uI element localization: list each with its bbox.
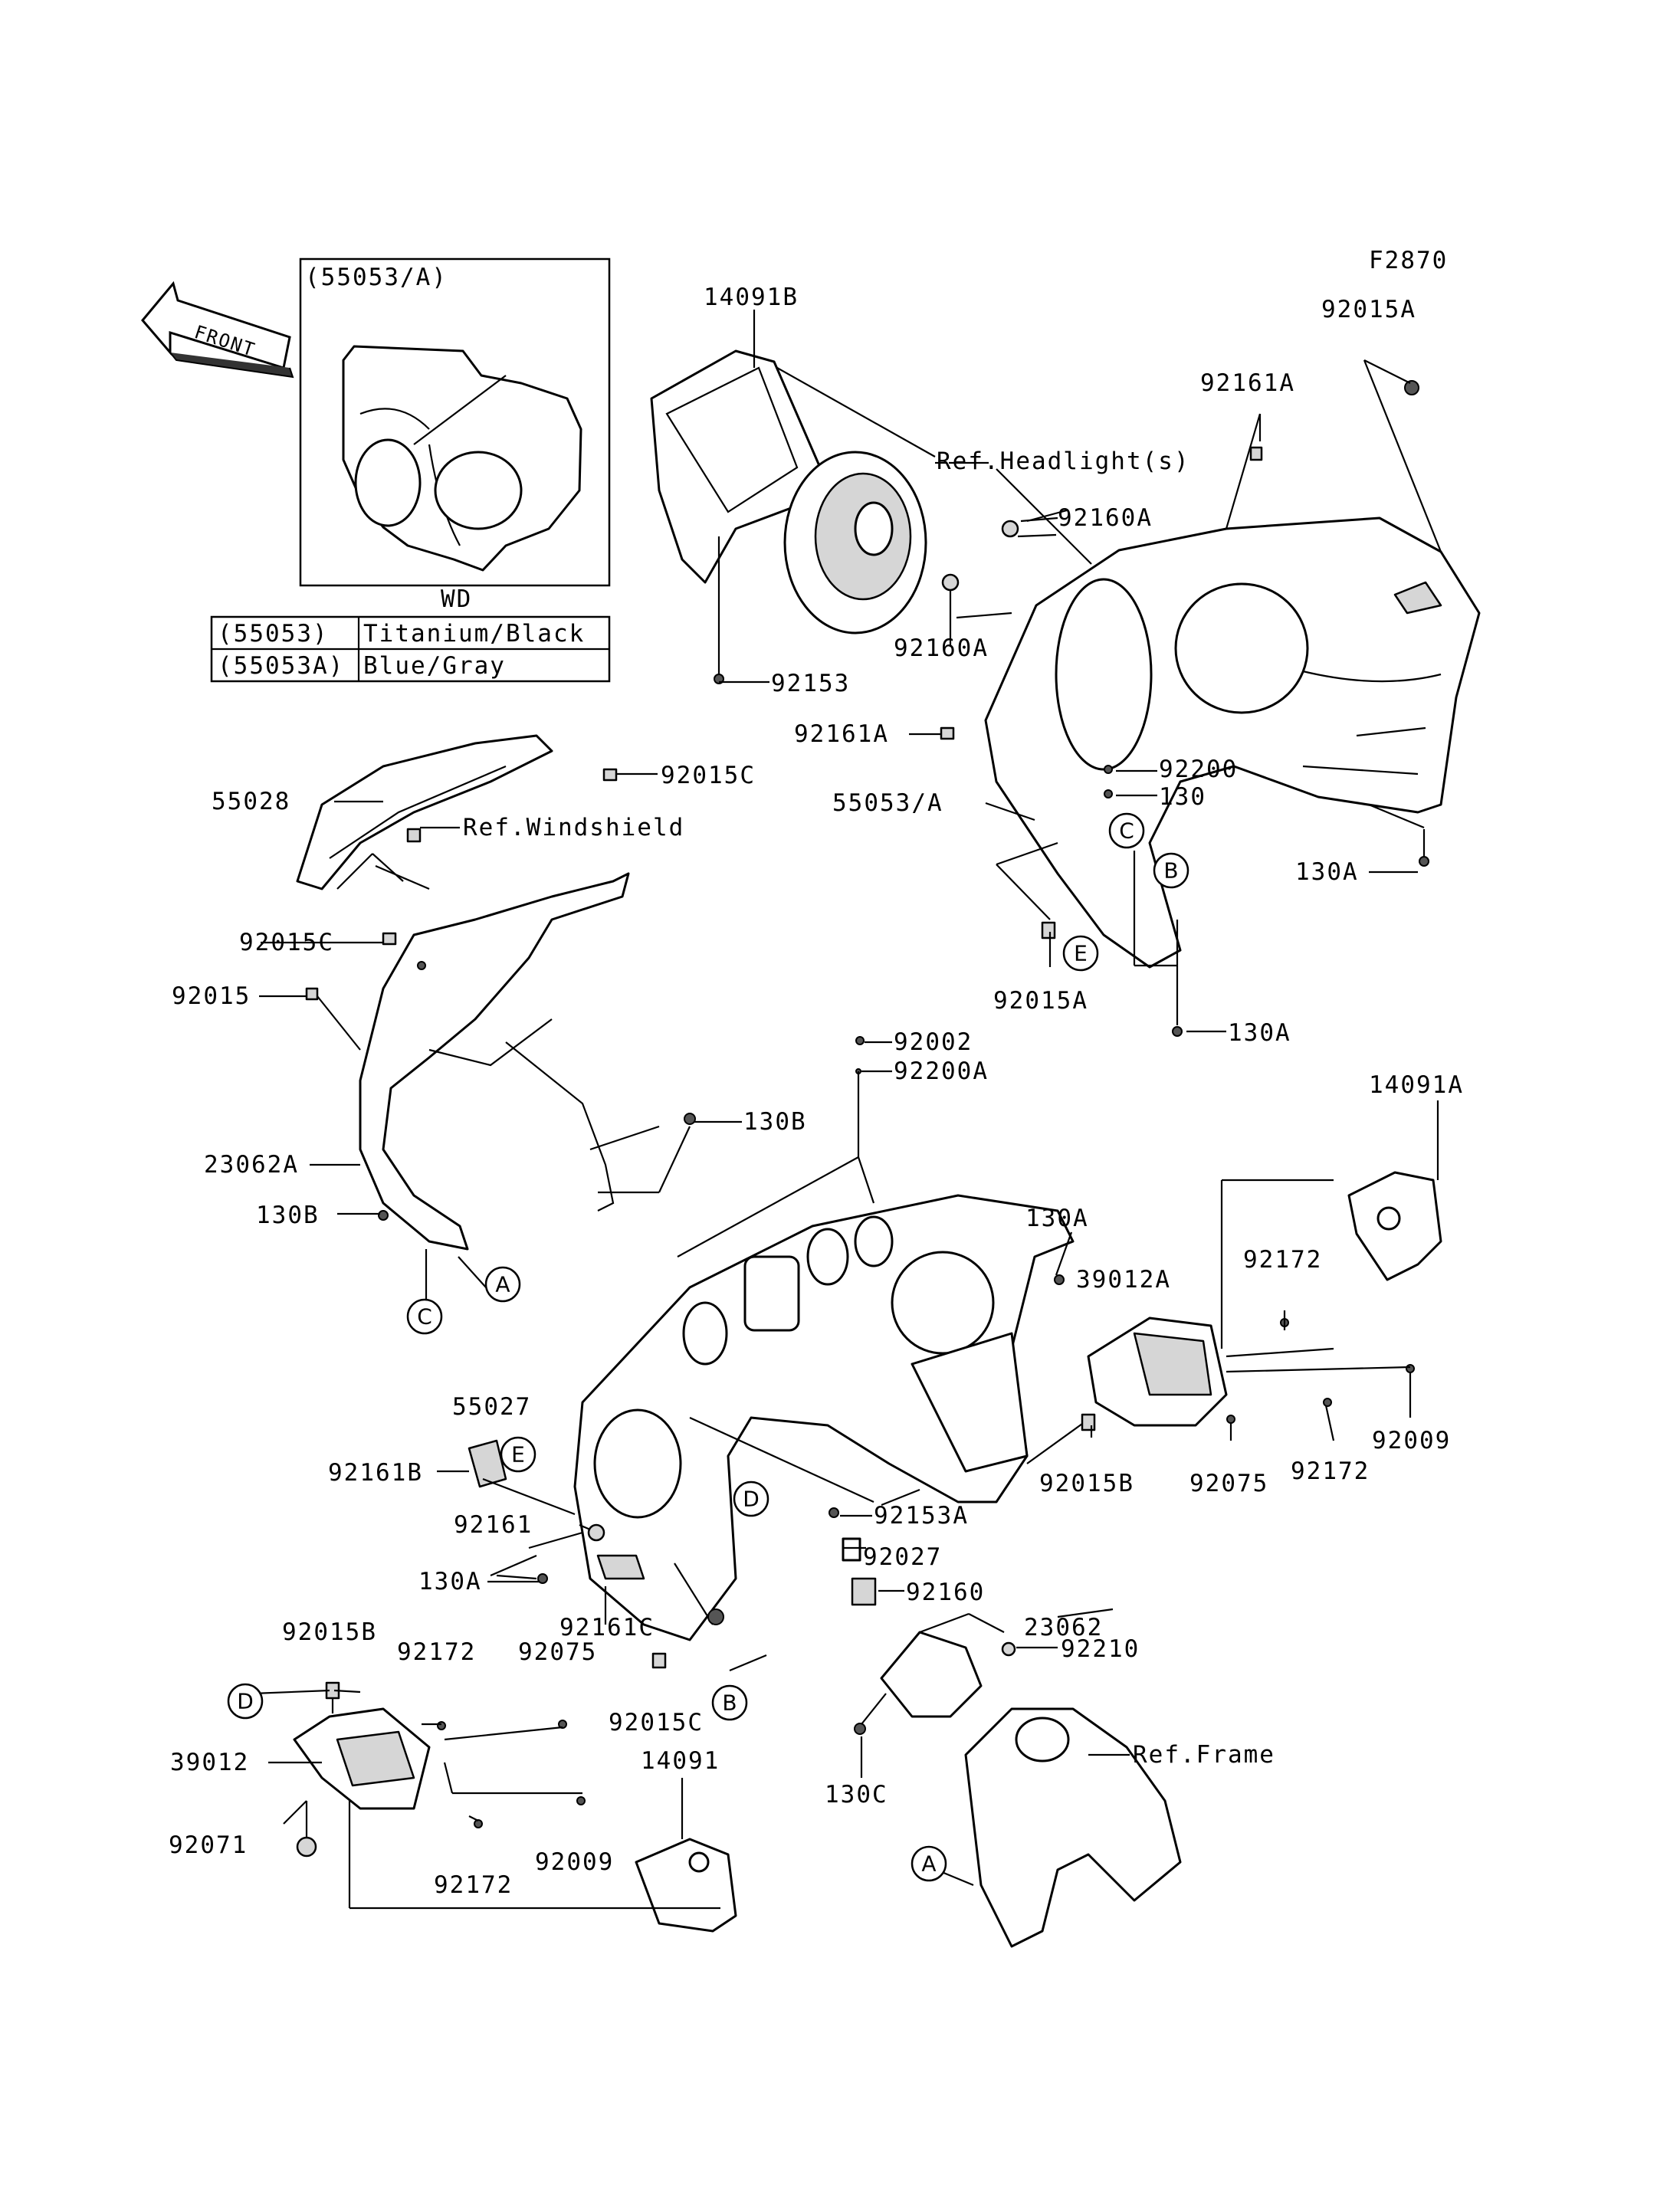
callout-b-1: B: [1153, 852, 1189, 889]
label-92027: 92027: [863, 1543, 942, 1571]
table-row-1-code: (55053): [218, 620, 329, 648]
label-130b-2: 130B: [256, 1202, 320, 1229]
svg-text:A: A: [495, 1272, 510, 1297]
label-23062a: 23062A: [204, 1151, 299, 1179]
label-ref-frame: Ref.Frame: [1133, 1741, 1275, 1769]
label-92015c-1: 92015C: [661, 762, 756, 789]
label-92071: 92071: [169, 1831, 248, 1859]
label-14091: 14091: [641, 1747, 720, 1775]
upper-fairing-55053: [984, 516, 1481, 969]
label-92160a-1: 92160A: [1058, 504, 1153, 532]
label-55053a: 55053/A: [832, 789, 943, 817]
label-ref-windshield: Ref.Windshield: [463, 814, 684, 841]
label-92015a-2: 92015A: [993, 987, 1088, 1015]
cover-14091a: [1347, 1171, 1442, 1281]
label-92153a: 92153A: [874, 1502, 969, 1530]
callout-e-2: E: [500, 1436, 536, 1473]
color-table: (55053) Titanium/Black (55053A) Blue/Gra…: [210, 615, 611, 683]
callout-a-1: A: [484, 1266, 521, 1303]
fasteners: [296, 380, 1429, 1858]
callout-e-1: E: [1062, 935, 1099, 972]
label-92210: 92210: [1061, 1635, 1140, 1663]
svg-text:D: D: [743, 1487, 760, 1512]
label-92009-1: 92009: [1372, 1427, 1451, 1454]
svg-text:D: D: [237, 1689, 254, 1714]
headlight-assembly: [783, 451, 927, 635]
label-92161a-2: 92161A: [794, 720, 889, 748]
label-92172-1: 92172: [1243, 1246, 1322, 1274]
label-92172-4: 92172: [434, 1871, 513, 1899]
label-14091a: 14091A: [1369, 1071, 1464, 1099]
table-row-1-color: Titanium/Black: [363, 620, 585, 648]
bracket-23062a: [359, 872, 660, 1251]
label-92075-2: 92075: [518, 1638, 597, 1666]
label-92160a-2: 92160A: [894, 635, 989, 662]
callout-a-2: A: [911, 1845, 947, 1882]
label-92161: 92161: [454, 1511, 533, 1539]
callout-b-2: B: [711, 1684, 748, 1721]
label-39012: 39012: [170, 1749, 249, 1776]
label-92160: 92160: [906, 1579, 985, 1606]
speaker-box-39012: [293, 1707, 431, 1810]
leader-lines: [252, 310, 1442, 1910]
label-92161a-1: 92161A: [1200, 369, 1295, 397]
svg-text:C: C: [417, 1304, 432, 1330]
label-92172-3: 92172: [397, 1638, 476, 1666]
part-labels: 14091B Ref.Headlight(s) 92161A 92015A 92…: [169, 284, 1464, 1899]
inset-box: (55053/A): [299, 257, 611, 587]
callout-d-2: D: [227, 1683, 264, 1720]
label-130a-2: 130A: [1228, 1019, 1291, 1047]
label-92002: 92002: [894, 1028, 973, 1056]
label-92161c: 92161C: [559, 1614, 655, 1641]
svg-text:B: B: [1163, 858, 1178, 884]
label-92161b: 92161B: [328, 1459, 423, 1487]
label-130c: 130C: [825, 1781, 888, 1808]
label-92200: 92200: [1159, 756, 1238, 783]
label-39012a: 39012A: [1076, 1266, 1171, 1294]
label-130a-4: 130A: [418, 1568, 482, 1595]
cover-14091: [635, 1838, 737, 1933]
label-92015b-2: 92015B: [282, 1618, 377, 1646]
svg-text:B: B: [722, 1690, 737, 1716]
label-23062: 23062: [1024, 1614, 1103, 1641]
inner-fairing-55027: [573, 1194, 1075, 1641]
label-92015: 92015: [172, 982, 251, 1010]
callout-d-1: D: [733, 1481, 769, 1517]
label-92172-2: 92172: [1291, 1458, 1370, 1485]
label-55028: 55028: [212, 788, 290, 815]
label-130a-3: 130A: [1025, 1205, 1089, 1232]
svg-text:A: A: [921, 1851, 936, 1877]
label-130a-1: 130A: [1295, 858, 1359, 886]
callout-c-2: C: [406, 1298, 443, 1335]
label-92009-2: 92009: [535, 1848, 614, 1876]
label-130-1: 130: [1159, 783, 1206, 811]
frame-reference: [964, 1707, 1182, 1948]
label-14091b: 14091B: [704, 284, 799, 311]
label-130b-1: 130B: [743, 1108, 807, 1136]
label-92200a: 92200A: [894, 1058, 989, 1085]
svg-text:C: C: [1119, 818, 1134, 844]
speaker-box-39012a: [1087, 1317, 1228, 1427]
label-92015a-1: 92015A: [1321, 296, 1416, 323]
figure-code: F2870: [1369, 247, 1448, 274]
svg-text:E: E: [511, 1442, 525, 1467]
label-92075-1: 92075: [1189, 1470, 1268, 1497]
label-92015b-1: 92015B: [1039, 1470, 1134, 1497]
inset-title: (55053/A): [305, 264, 448, 291]
label-ref-headlight: Ref.Headlight(s): [937, 448, 1190, 475]
label-92015c-3: 92015C: [609, 1709, 704, 1736]
table-row-2-code: (55053A): [218, 652, 344, 680]
label-92153: 92153: [771, 670, 850, 697]
label-92015c-2: 92015C: [239, 929, 334, 956]
svg-text:E: E: [1074, 941, 1088, 966]
front-arrow-icon: FRONT: [141, 280, 294, 379]
inset-caption: WD: [441, 585, 472, 613]
callout-letters: C B E A C E D B D A: [227, 812, 1189, 1882]
callout-c-1: C: [1108, 812, 1145, 849]
table-row-2-color: Blue/Gray: [363, 652, 506, 680]
label-55027: 55027: [452, 1393, 531, 1421]
windshield-trim-55028: [296, 734, 553, 890]
